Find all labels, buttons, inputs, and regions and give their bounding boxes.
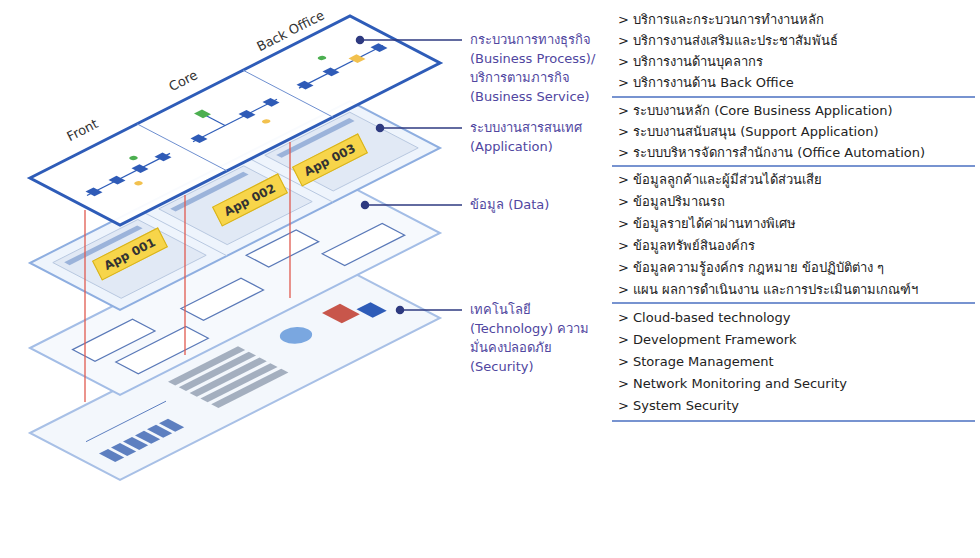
layer-item: > ระบบงานสนับสนุน (Support Application)	[618, 122, 878, 142]
layer-item: > ข้อมูลลูกค้าและผู้มีส่วนได้ส่วนเสีย	[618, 170, 822, 190]
layer-title: เทคโนโลยี (Technology) ความมั่นคงปลอดภัย…	[470, 300, 610, 376]
layer-item: > ข้อมูลทรัพย์สินองค์กร	[618, 236, 755, 256]
layer-title: กระบวนการทางธุรกิจ (Business Process)/ บ…	[470, 30, 610, 106]
layer-item: > ข้อมูลรายได้ค่าผ่านทางพิเศษ	[618, 214, 796, 234]
column-label: Core	[165, 65, 201, 96]
group-separators	[612, 97, 975, 421]
layer-item: > Network Monitoring and Security	[618, 374, 847, 394]
column-label: Front	[63, 114, 101, 147]
layer-item: > ข้อมูลความรู้องค์กร กฎหมาย ข้อปฏิบัติต…	[618, 258, 884, 278]
layer-item: > บริการงานด้าน Back Office	[618, 73, 794, 93]
layer-link	[84, 210, 85, 402]
layer-item: > บริการงานส่งเสริมและประชาสัมพันธ์	[618, 31, 838, 51]
business-plane	[30, 16, 440, 225]
layer-item: > ระบบงานหลัก (Core Business Application…	[618, 101, 893, 121]
layer-title: ระบบงานสารสนเทศ (Application)	[470, 118, 610, 156]
layer-item: > แผน ผลการดำเนินงาน และการประเมินตามเกณ…	[618, 280, 918, 300]
leader-lines	[357, 37, 463, 314]
layer-title: ข้อมูล (Data)	[470, 195, 610, 214]
layer-item: > ระบบบริหารจัดการสำนักงาน (Office Autom…	[618, 143, 925, 163]
layer-item: > Cloud-based technology	[618, 308, 790, 328]
layer-link	[289, 142, 290, 298]
layer-item: > Storage Management	[618, 352, 774, 372]
layer-item: > ข้อมูลปริมาณรถ	[618, 192, 725, 212]
layer-item: > บริการงานด้านบุคลากร	[618, 52, 763, 72]
layer-item: > บริการและกระบวนการทำงานหลัก	[618, 10, 824, 30]
layer-link	[184, 195, 185, 355]
layer-item: > System Security	[618, 396, 739, 416]
layer-item: > Development Framework	[618, 330, 797, 350]
